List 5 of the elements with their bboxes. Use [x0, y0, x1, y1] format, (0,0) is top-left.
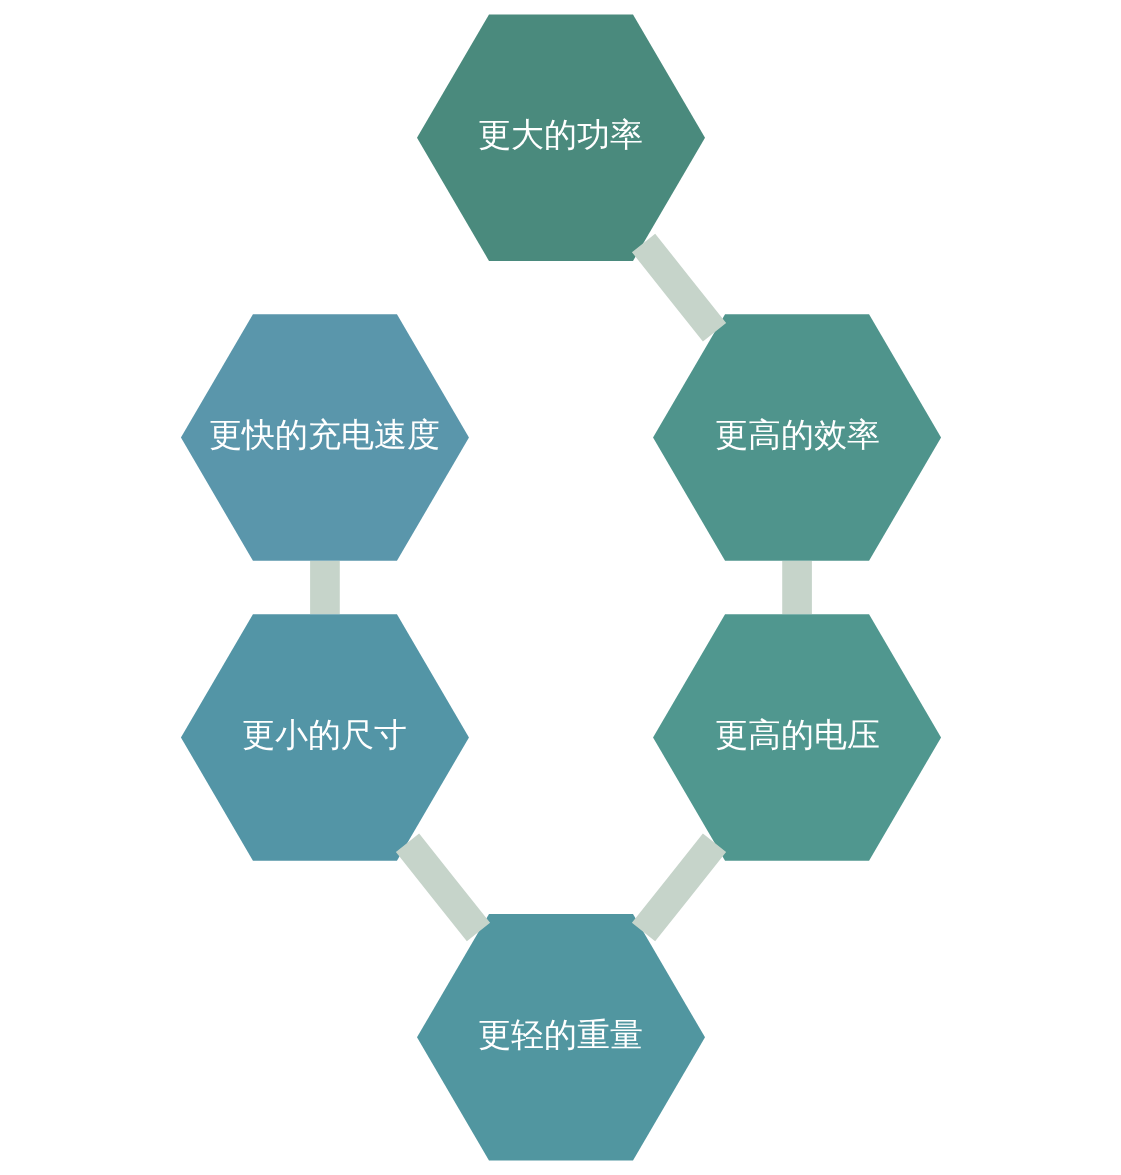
connector — [395, 833, 490, 942]
connector — [781, 561, 812, 614]
connector — [631, 233, 726, 342]
connector — [309, 561, 340, 614]
connector — [631, 833, 726, 942]
